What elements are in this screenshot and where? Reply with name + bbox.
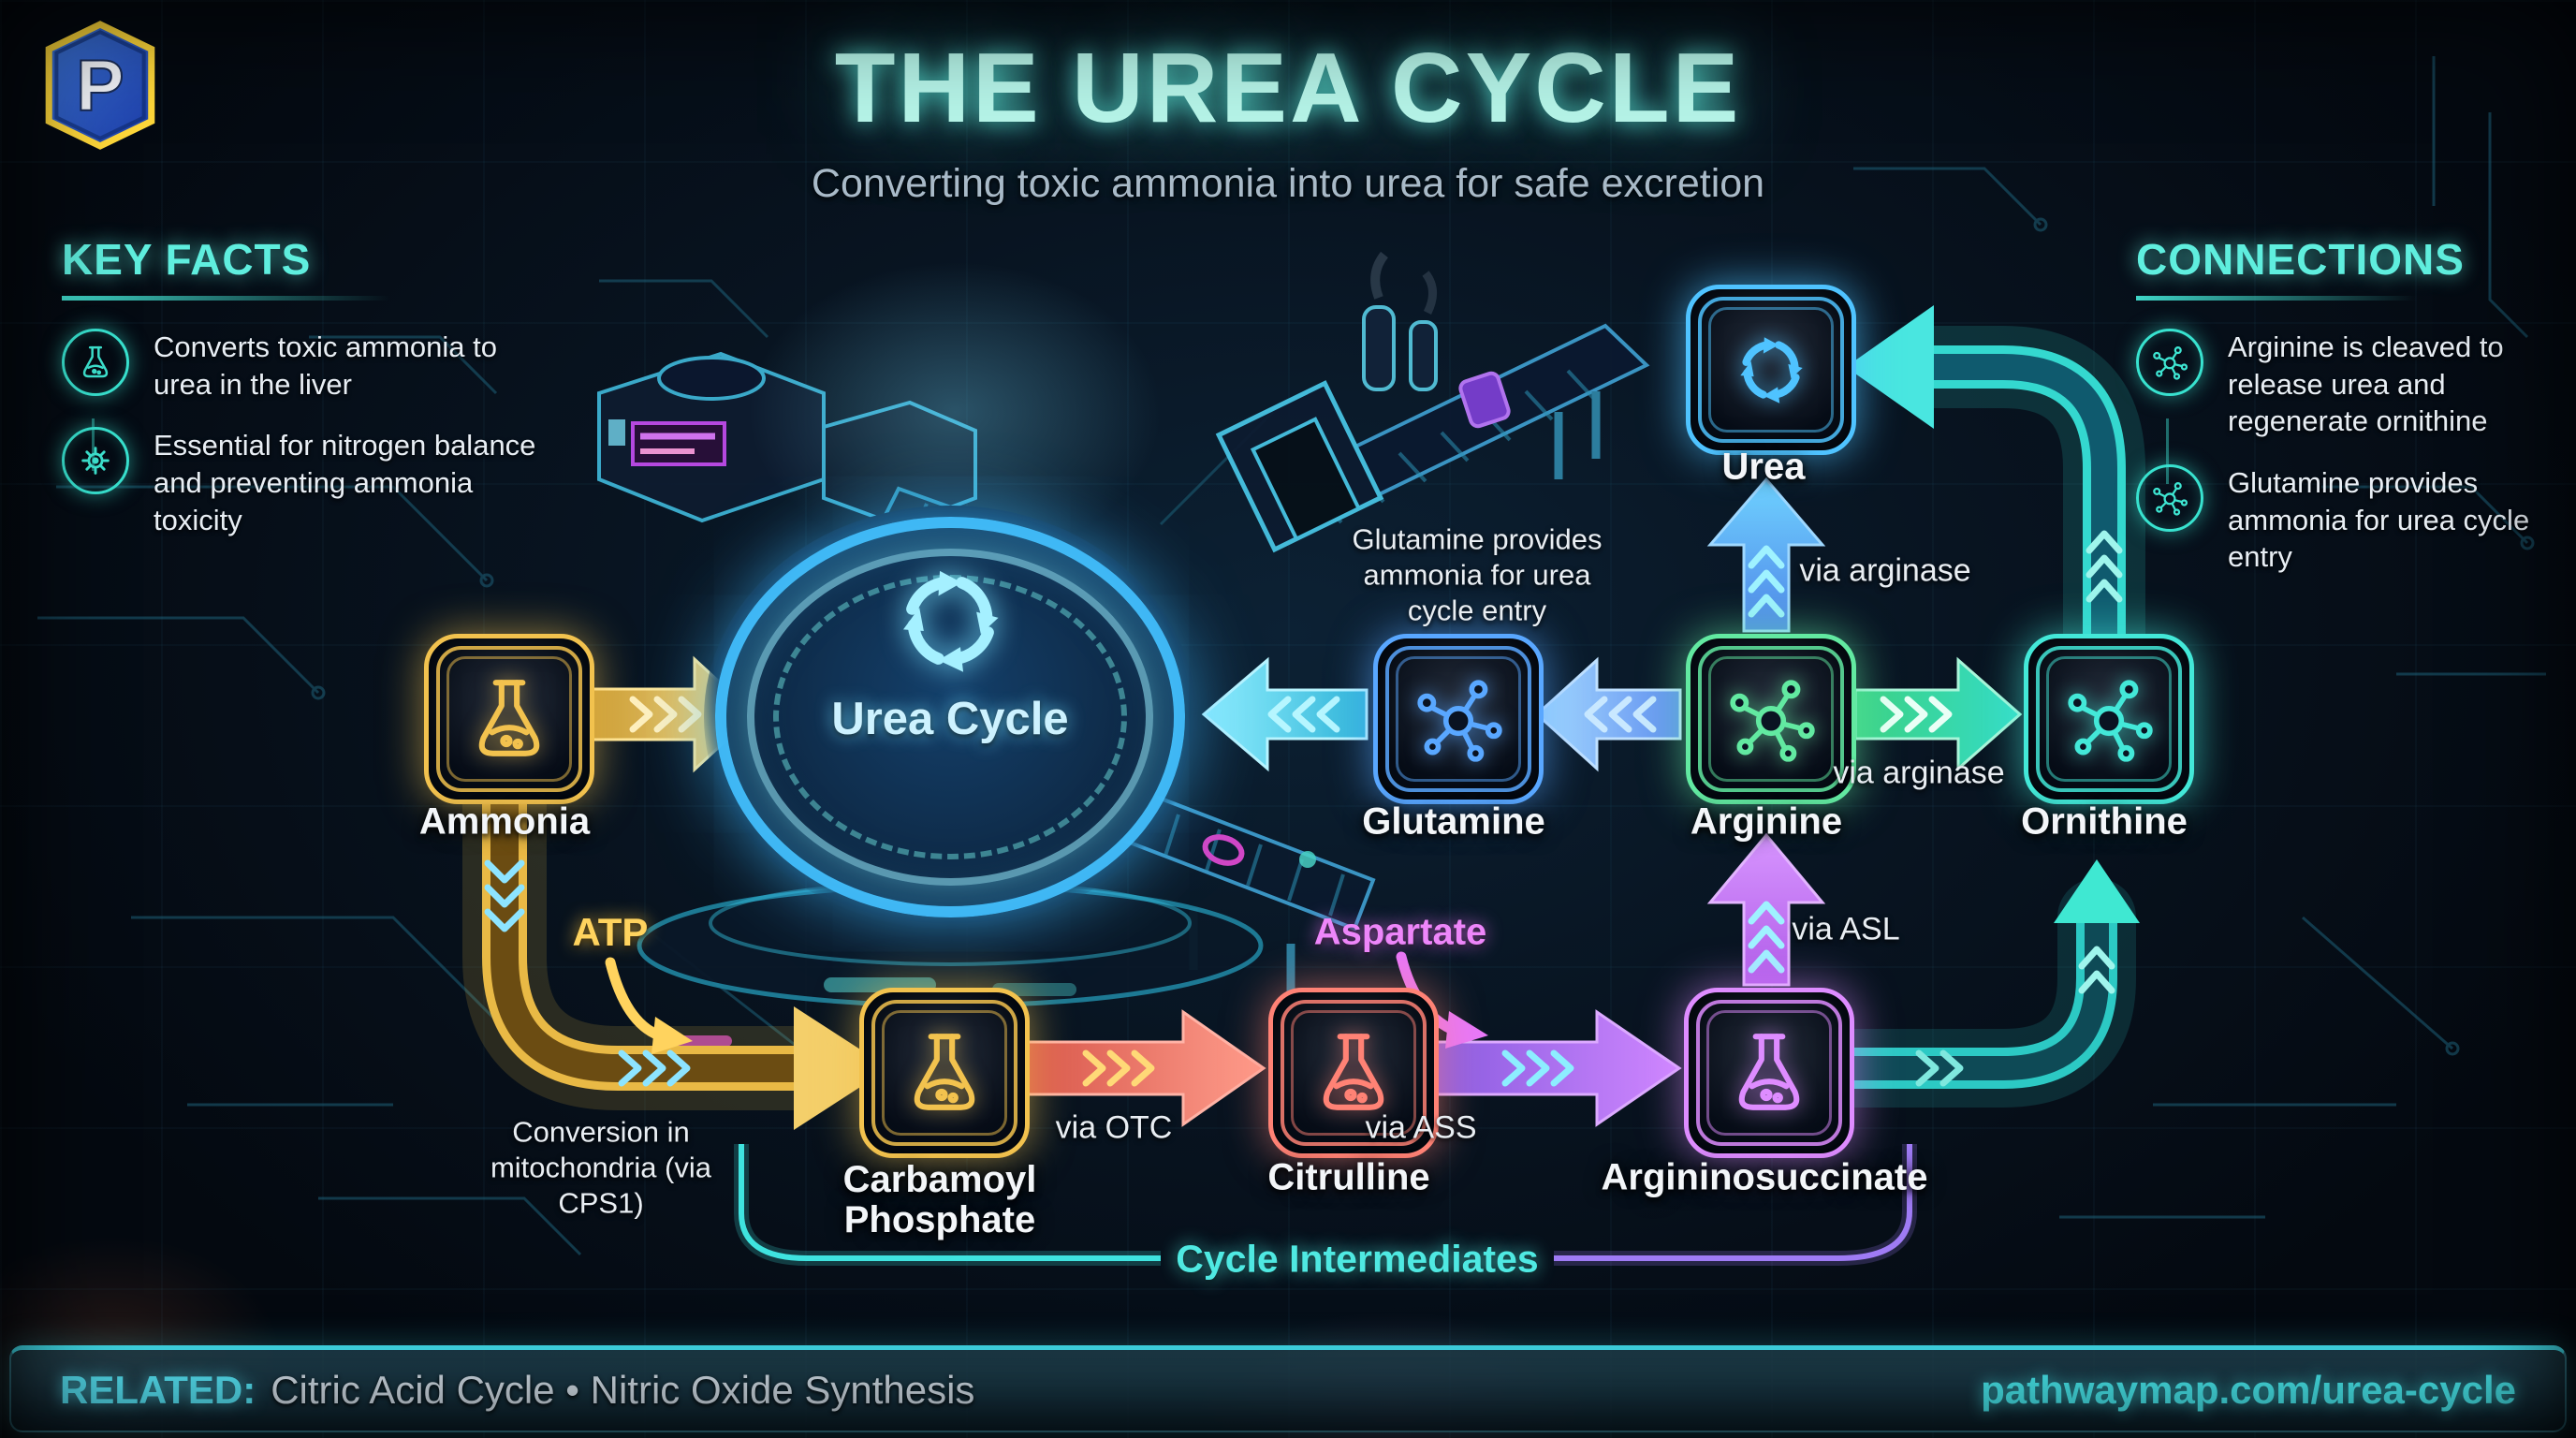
related-links: RELATED: Citric Acid Cycle • Nitric Oxide… xyxy=(60,1368,974,1413)
flow-chevrons xyxy=(484,530,2123,1087)
hub-ring-mid xyxy=(747,549,1153,886)
arrow-glutamine-to-hub xyxy=(1201,656,1368,772)
pipe-ornithine-to-urea xyxy=(1846,305,2145,697)
gear-icon xyxy=(62,427,129,495)
atp-curve-arrow xyxy=(605,957,693,1054)
related-items: Citric Acid Cycle • Nitric Oxide Synthes… xyxy=(271,1368,975,1412)
key-fact-item: Essential for nitrogen balance and preve… xyxy=(62,427,586,538)
node-label-ornithine: Ornithine xyxy=(2021,800,2188,843)
key-fact-item: Converts toxic ammonia to urea in the li… xyxy=(62,329,586,403)
node-argininosuccinate xyxy=(1684,988,1854,1158)
pipe-ammonia-to-carbamoyl xyxy=(462,752,889,1130)
molecule-icon xyxy=(1417,680,1502,762)
node-label-carbamoyl-phosphate: Carbamoyl Phosphate xyxy=(842,1158,1037,1240)
molecule-icon xyxy=(2136,329,2203,396)
node-carbamoyl-phosphate xyxy=(859,988,1030,1158)
key-fact-text: Essential for nitrogen balance and preve… xyxy=(154,429,536,536)
node-arginine xyxy=(1686,634,1856,804)
connections-underline xyxy=(2136,296,2417,301)
connections-panel: CONNECTIONS Arginine is cleaved to relea… xyxy=(2136,234,2554,576)
key-facts-panel: KEY FACTS Converts toxic ammonia to urea… xyxy=(62,234,586,538)
urea-cycle-hub: Urea Cycle xyxy=(704,506,1196,929)
molecule-icon xyxy=(2068,680,2153,762)
key-facts-heading: KEY FACTS xyxy=(62,235,312,284)
pathwaymap-logo: P xyxy=(45,21,155,150)
via-arginase-ornithine-label: via arginase xyxy=(1833,755,2005,791)
panel-connector-line xyxy=(92,418,95,471)
cycle-icon xyxy=(903,570,999,672)
connection-item: Glutamine provides ammonia for urea cycl… xyxy=(2136,464,2554,576)
logo-letter: P xyxy=(76,45,124,125)
arrow-citrulline-to-argininosuccinate xyxy=(1434,1009,1682,1127)
atp-label: ATP xyxy=(572,910,649,954)
node-label-ammonia: Ammonia xyxy=(418,800,591,843)
via-asl-label: via ASL xyxy=(1792,911,1900,947)
arrow-carbamoyl-to-citrulline xyxy=(1024,1009,1266,1127)
key-fact-text: Converts toxic ammonia to urea in the li… xyxy=(154,330,497,401)
footer-bar: RELATED: Citric Acid Cycle • Nitric Oxide… xyxy=(9,1345,2567,1432)
connection-text: Glutamine provides ammonia for urea cycl… xyxy=(2228,466,2530,574)
node-glutamine xyxy=(1373,634,1544,804)
node-citrulline xyxy=(1268,988,1439,1158)
molecule-icon xyxy=(1730,680,1815,762)
node-urea xyxy=(1686,285,1856,455)
key-facts-underline xyxy=(62,296,389,301)
molecule-icon xyxy=(2136,464,2203,533)
page-title: THE UREA CYCLE xyxy=(834,33,1742,143)
page-subtitle: Converting toxic ammonia into urea for s… xyxy=(811,161,1765,206)
glutamine-note: Glutamine provides ammonia for urea cycl… xyxy=(1352,522,1603,626)
connections-heading: CONNECTIONS xyxy=(2136,235,2465,284)
hub-label: Urea Cycle xyxy=(831,694,1069,744)
connection-text: Arginine is cleaved to release urea and … xyxy=(2228,330,2504,438)
factory-machine-left xyxy=(597,351,1032,576)
cps1-note: Conversion in mitochondria (via CPS1) xyxy=(490,1115,712,1219)
factory-conveyor-top xyxy=(1215,251,1650,553)
via-otc-label: via OTC xyxy=(1055,1109,1173,1146)
arrow-arginine-to-ornithine xyxy=(1853,656,2023,772)
related-label: RELATED: xyxy=(60,1368,256,1412)
connection-item: Arginine is cleaved to release urea and … xyxy=(2136,329,2554,440)
node-label-argininosuccinate: Argininosuccinate xyxy=(1601,1156,1928,1198)
site-url: pathwaymap.com/urea-cycle xyxy=(1981,1368,2516,1412)
node-label-urea: Urea xyxy=(1721,446,1806,488)
node-label-citrulline: Citrulline xyxy=(1267,1156,1430,1198)
node-label-arginine: Arginine xyxy=(1690,800,1843,843)
flask-icon xyxy=(914,1034,975,1110)
cycle-intermediates-label: Cycle Intermediates xyxy=(1176,1237,1539,1281)
flask-icon xyxy=(1323,1034,1384,1110)
flask-icon xyxy=(62,329,129,396)
arrow-arginine-to-urea xyxy=(1706,477,1826,633)
aspartate-label: Aspartate xyxy=(1313,911,1487,953)
pipe-argininosuccinate-to-ornithine xyxy=(1795,859,2140,1108)
panel-connector-line xyxy=(2166,418,2169,484)
via-arginase-urea-label: via arginase xyxy=(1799,552,1971,589)
cycle-icon xyxy=(1740,337,1803,404)
node-ammonia xyxy=(424,634,594,804)
flask-icon xyxy=(478,680,540,756)
arrow-argininosuccinate-to-arginine xyxy=(1706,832,1826,987)
cycle-intermediates-bracket xyxy=(734,1144,1917,1266)
via-ass-label: via ASS xyxy=(1365,1109,1477,1146)
node-label-glutamine: Glutamine xyxy=(1362,800,1545,843)
node-ornithine xyxy=(2024,634,2194,804)
flask-icon xyxy=(1738,1034,1800,1110)
